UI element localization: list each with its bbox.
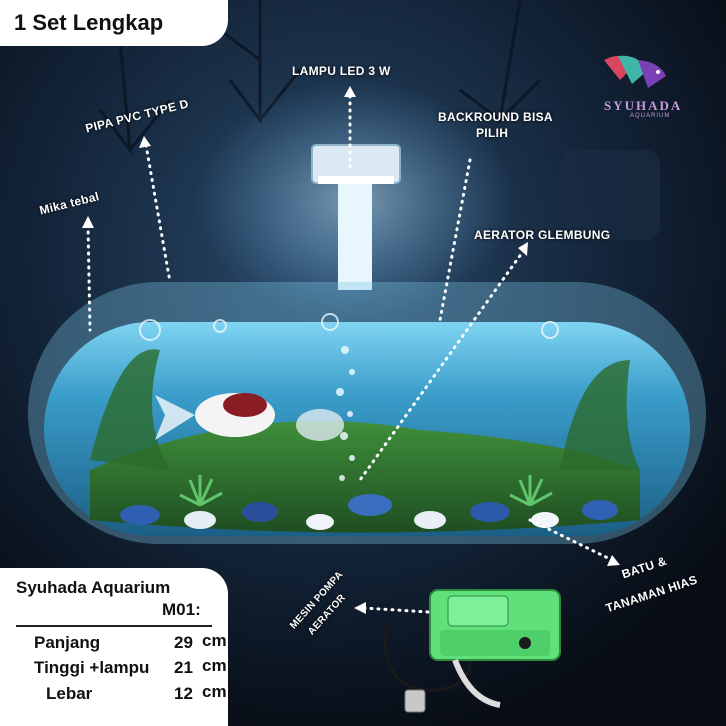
spec-value: 29 (174, 633, 193, 652)
page-title: 1 Set Lengkap (14, 10, 164, 35)
label-aerator: AERATOR GLEMBUNG (474, 228, 611, 242)
spec-unit: cm (202, 631, 227, 650)
spec-key: Panjang (34, 633, 101, 652)
spec-key: Lebar (46, 684, 93, 703)
logo-name: SYUHADA (604, 98, 683, 113)
spec-panel (0, 568, 228, 726)
label-lampu: LAMPU LED 3 W (292, 64, 391, 78)
spec-value: 21 (174, 658, 193, 677)
spec-unit: cm (202, 682, 227, 701)
title-tab: 1 Set Lengkap (0, 0, 228, 46)
spec-model: M01: (162, 600, 201, 619)
spec-unit: cm (202, 656, 227, 675)
logo-sub: AQUARIUM (630, 113, 671, 119)
brand-logo (598, 50, 678, 120)
label-backround-2: PILIH (476, 126, 509, 140)
spec-divider (16, 625, 212, 627)
fish-logo-icon (604, 55, 666, 88)
label-backround-1: BACKROUND BISA (438, 110, 553, 124)
spec-key: Tinggi +lampu (34, 658, 150, 677)
spec-title: Syuhada Aquarium (16, 578, 171, 597)
spec-value: 12 (174, 684, 193, 703)
